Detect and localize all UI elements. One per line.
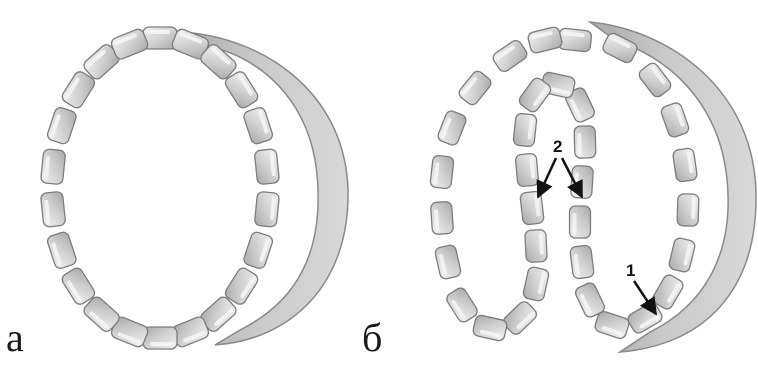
panel-a-diagram — [40, 27, 348, 349]
panel-label-b: б — [362, 318, 382, 358]
ring-segment — [430, 201, 453, 234]
ring-segment — [513, 113, 537, 147]
ring-segment — [242, 231, 274, 270]
ring-segment — [520, 191, 545, 225]
ring-segment — [445, 286, 480, 324]
callout-1: 1 — [626, 261, 656, 314]
ring-segment — [436, 109, 467, 146]
ring-segment — [254, 191, 279, 227]
ring-segment — [668, 237, 696, 273]
ring-segment — [677, 194, 699, 227]
ring-segment — [434, 244, 462, 280]
ring-segment — [457, 69, 493, 107]
ring-segment — [594, 310, 631, 340]
ring-segment — [254, 149, 279, 185]
ring-segment — [574, 126, 596, 159]
ring-segment — [660, 101, 690, 138]
callout-1-label: 1 — [626, 261, 635, 280]
ring-segment — [242, 106, 274, 145]
ring-segment — [570, 245, 595, 279]
ring-segment — [472, 314, 508, 341]
ring-segment — [46, 106, 78, 145]
ring-segment — [40, 149, 65, 185]
panel-a-shell — [180, 32, 348, 345]
ring-segment — [501, 299, 539, 336]
ring-segment — [522, 266, 549, 302]
panel-label-a: а — [6, 318, 24, 358]
callout-2-arrow-left — [538, 158, 556, 197]
panel-a-segment-ring — [40, 27, 279, 349]
ring-segment — [110, 27, 150, 60]
ring-segment — [491, 38, 529, 73]
ring-segment — [558, 28, 592, 52]
ring-segment — [515, 153, 539, 187]
ring-segment — [570, 206, 591, 238]
ring-segment — [672, 148, 697, 183]
panel-b-diagram — [430, 22, 756, 352]
panel-b-segment-ring — [430, 26, 699, 342]
ring-segment — [40, 191, 65, 227]
callout-2-label: 2 — [553, 137, 562, 156]
ring-segment — [430, 155, 454, 189]
ring-segment — [525, 229, 548, 262]
ring-segment — [46, 231, 78, 270]
ring-segment — [527, 26, 563, 54]
